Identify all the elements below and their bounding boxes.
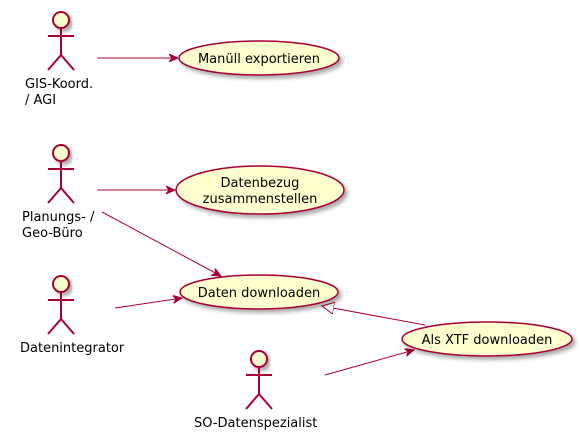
usecase-ellipse-xtf: [401, 321, 573, 357]
usecase-label-export: Manüll exportieren: [198, 52, 320, 67]
usecase-label-bezug: zusammenstellen: [203, 192, 318, 207]
actor-planung: Planungs- /Geo-Büro: [22, 144, 95, 241]
actor-label-integrator: Datenintegrator: [20, 341, 125, 356]
actor-so: SO-Datenspezialist: [194, 350, 317, 431]
actor-legs-integrator: [47, 317, 75, 335]
usecase-label-bezug: Datenbezug: [221, 176, 300, 191]
relation-integrator-to-download: [114, 298, 182, 309]
actor-head-so: [250, 350, 268, 368]
actor-legs-planung: [47, 186, 75, 204]
actor-head-gis: [52, 11, 70, 29]
actor-label-so: SO-Datenspezialist: [194, 416, 317, 431]
actor-label-planung: Planungs- /: [22, 210, 95, 225]
actor-head-planung: [52, 144, 70, 162]
actor-label-gis: / AGI: [25, 93, 56, 108]
usecase-ellipse-download: [179, 274, 339, 310]
usecase-download: Daten downloaden: [179, 274, 339, 310]
actor-label-planung: Geo-Büro: [22, 226, 83, 241]
usecase-ellipse-bezug: [175, 165, 345, 215]
usecase-label-xtf: Als XTF downloaden: [422, 333, 553, 348]
relation-xtf-to-download: [322, 306, 426, 326]
actor-integrator: Datenintegrator: [20, 275, 125, 356]
actor-head-integrator: [52, 275, 70, 293]
actor-label-gis: GIS-Koord.: [25, 77, 93, 92]
usecase-label-download: Daten downloaden: [198, 286, 321, 301]
actor-gis: GIS-Koord./ AGI: [25, 11, 93, 108]
usecase-xtf: Als XTF downloaden: [401, 321, 573, 357]
actor-legs-so: [245, 392, 273, 410]
relation-planung-to-download: [101, 211, 221, 276]
relation-so-to-xtf: [324, 350, 414, 376]
usecase-export: Manüll exportieren: [178, 40, 340, 76]
usecase-ellipse-export: [178, 40, 340, 76]
actor-legs-gis: [47, 53, 75, 71]
